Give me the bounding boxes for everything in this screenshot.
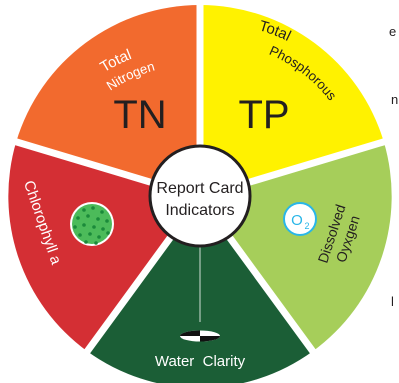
center-title: Report Card	[156, 180, 243, 197]
cropped-text-fragment: e	[389, 24, 397, 39]
tn-abbreviation: TN	[113, 93, 166, 137]
svg-text:O: O	[291, 212, 303, 229]
center-title: Indicators	[165, 202, 234, 219]
segment-total-phosphorous[interactable]	[200, 5, 384, 197]
oxygen-icon: O 2	[283, 202, 317, 236]
tp-abbreviation: TP	[238, 93, 289, 137]
segment-total-nitrogen[interactable]	[16, 5, 201, 197]
svg-text:2: 2	[304, 221, 309, 231]
water-clarity-label: Water Clarity	[155, 353, 246, 370]
secchi-disk-icon	[180, 330, 220, 342]
chlorophyll-cell-icon	[70, 202, 114, 246]
cropped-text-fragment: l	[391, 294, 394, 309]
center-hub	[148, 144, 252, 248]
cropped-text-fragment: n	[391, 92, 399, 107]
